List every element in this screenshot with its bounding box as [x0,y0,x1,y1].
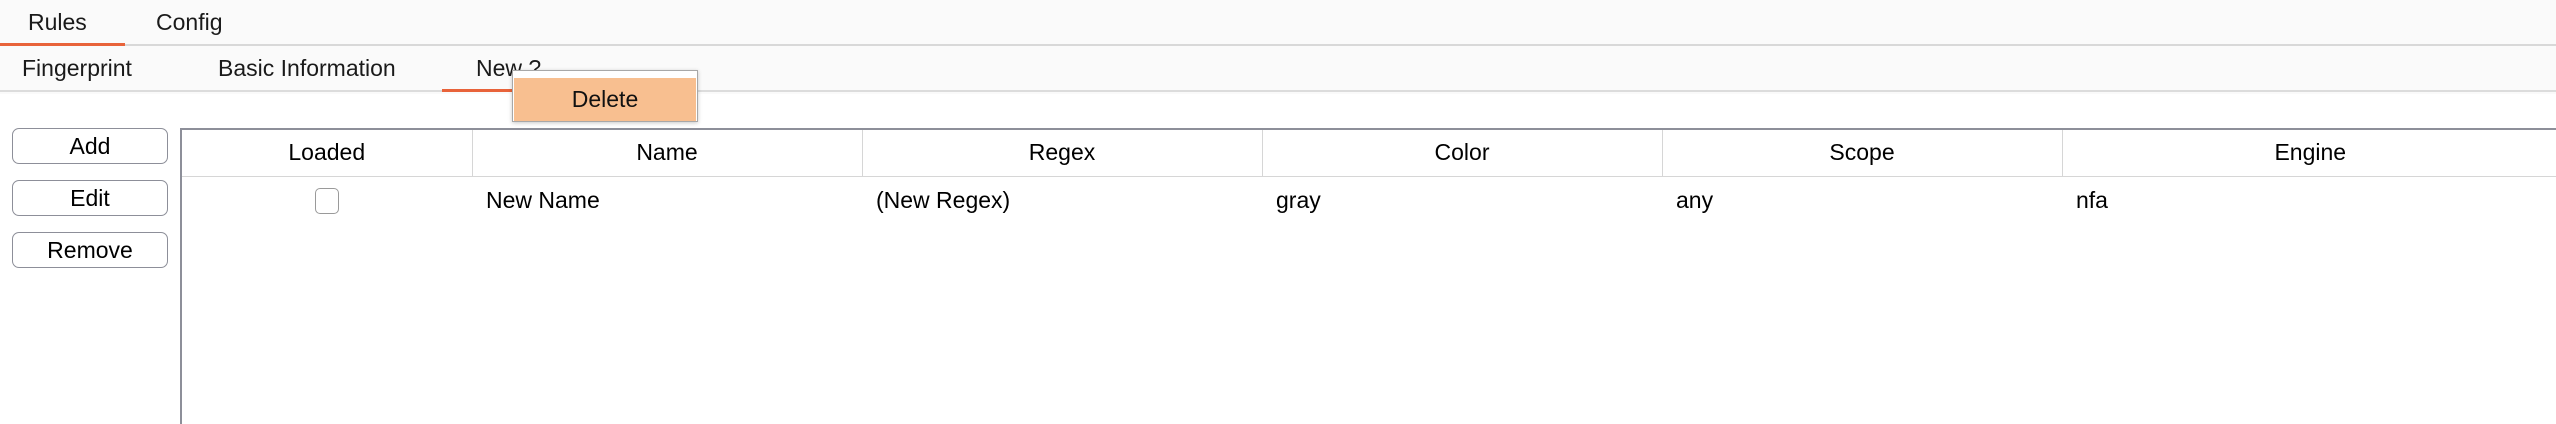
rules-table: Loaded Name Regex Color Scope Engine New… [182,130,2556,224]
column-header-loaded[interactable]: Loaded [182,130,473,177]
column-header-color[interactable]: Color [1262,130,1663,177]
tab-rules[interactable]: Rules [28,9,87,35]
table-header-row: Loaded Name Regex Color Scope Engine [182,130,2556,177]
tab-config[interactable]: Config [156,9,223,35]
rules-table-container: Loaded Name Regex Color Scope Engine New… [180,128,2556,424]
secondary-tab-strip: Fingerprint Basic Information New ? [0,46,2556,94]
column-header-scope[interactable]: Scope [1662,130,2063,177]
add-button[interactable]: Add [12,128,168,164]
edit-button[interactable]: Edit [12,180,168,216]
secondary-tab-underline-track [0,90,2556,92]
cell-loaded [182,176,472,224]
table-body: New Name (New Regex) gray any nfa [182,176,2556,224]
cell-color: gray [1262,176,1662,224]
context-menu: Delete [512,70,698,122]
remove-button[interactable]: Remove [12,232,168,268]
column-header-regex[interactable]: Regex [862,130,1263,177]
action-button-column: Add Edit Remove [12,128,168,284]
table-row[interactable]: New Name (New Regex) gray any nfa [182,176,2556,224]
column-header-name[interactable]: Name [472,130,863,177]
subtab-basic-information[interactable]: Basic Information [218,55,396,81]
primary-tab-underline-track [0,44,2556,46]
primary-tab-strip: Rules Config [0,0,2556,46]
cell-engine: nfa [2062,176,2556,224]
context-menu-item-delete[interactable]: Delete [514,78,696,121]
cell-regex: (New Regex) [862,176,1262,224]
cell-name: New Name [472,176,862,224]
column-header-engine[interactable]: Engine [2062,130,2556,177]
secondary-tab-active-indicator [442,89,567,92]
loaded-checkbox[interactable] [315,188,339,215]
table-header: Loaded Name Regex Color Scope Engine [182,130,2556,177]
cell-scope: any [1662,176,2062,224]
subtab-fingerprint[interactable]: Fingerprint [22,55,132,81]
primary-tab-active-indicator [0,43,125,46]
